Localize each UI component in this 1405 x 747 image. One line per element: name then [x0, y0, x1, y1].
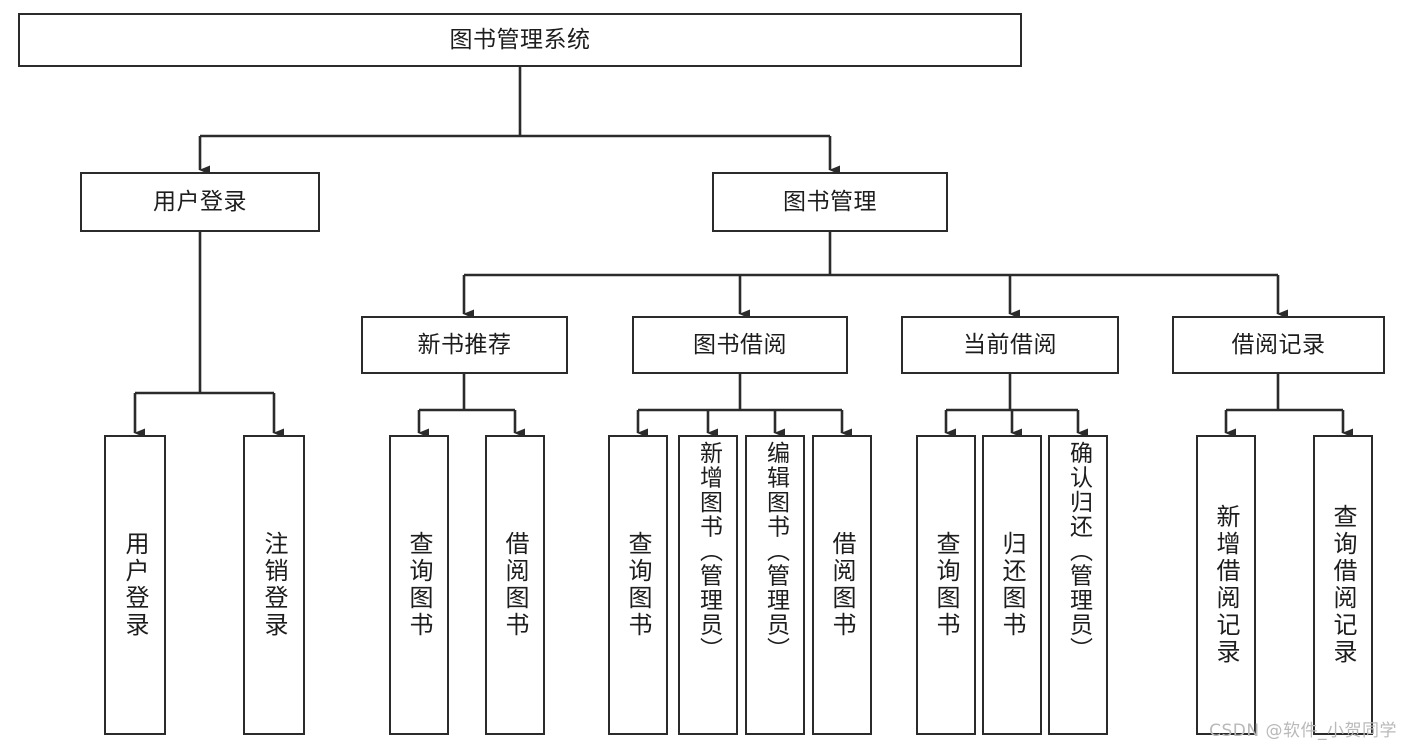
node-leaf-2[interactable]: 查询图书: [389, 435, 449, 735]
node-leaf-5[interactable]: 新增图书（管理员）: [678, 435, 738, 735]
node-leaf-9[interactable]: 归还图书: [982, 435, 1042, 735]
node-level3-3[interactable]: 借阅记录: [1172, 316, 1385, 374]
node-label: 借阅图书: [828, 531, 856, 639]
node-label: 确认归还（管理员）: [1065, 441, 1092, 662]
node-label: 新书推荐: [417, 331, 512, 358]
node-label: 查询借阅记录: [1329, 504, 1357, 666]
node-label: 当前借阅: [963, 331, 1057, 358]
node-root-图书管理系统[interactable]: 图书管理系统: [18, 13, 1022, 67]
node-label: 用户登录: [153, 188, 247, 215]
node-label: 借阅记录: [1231, 331, 1326, 358]
node-leaf-0[interactable]: 用户登录: [104, 435, 166, 735]
node-label: 归还图书: [998, 531, 1026, 639]
node-label: 用户登录: [121, 531, 149, 639]
node-leaf-7[interactable]: 借阅图书: [812, 435, 872, 735]
node-leaf-1[interactable]: 注销登录: [243, 435, 305, 735]
node-label: 查询图书: [624, 531, 652, 639]
node-label: 图书管理系统: [449, 26, 591, 53]
csdn-watermark: CSDN @软件_小贺同学: [1209, 721, 1397, 741]
node-label: 查询图书: [932, 531, 960, 639]
node-leaf-8[interactable]: 查询图书: [916, 435, 976, 735]
node-level3-0[interactable]: 新书推荐: [361, 316, 568, 374]
node-level3-2[interactable]: 当前借阅: [901, 316, 1119, 374]
node-level3-1[interactable]: 图书借阅: [632, 316, 848, 374]
node-level2-1[interactable]: 图书管理: [712, 172, 948, 232]
node-label: 新增图书（管理员）: [695, 441, 722, 662]
node-label: 图书借阅: [693, 331, 787, 358]
node-label: 新增借阅记录: [1212, 504, 1240, 666]
node-leaf-3[interactable]: 借阅图书: [485, 435, 545, 735]
node-label: 查询图书: [405, 531, 433, 639]
node-label: 编辑图书（管理员）: [762, 441, 789, 662]
node-leaf-11[interactable]: 新增借阅记录: [1196, 435, 1256, 735]
node-leaf-12[interactable]: 查询借阅记录: [1313, 435, 1373, 735]
node-leaf-6[interactable]: 编辑图书（管理员）: [745, 435, 805, 735]
node-label: 图书管理: [783, 188, 877, 215]
node-label: 借阅图书: [501, 531, 529, 639]
node-leaf-4[interactable]: 查询图书: [608, 435, 668, 735]
node-leaf-10[interactable]: 确认归还（管理员）: [1048, 435, 1108, 735]
node-label: 注销登录: [260, 531, 288, 639]
node-level2-0[interactable]: 用户登录: [80, 172, 320, 232]
